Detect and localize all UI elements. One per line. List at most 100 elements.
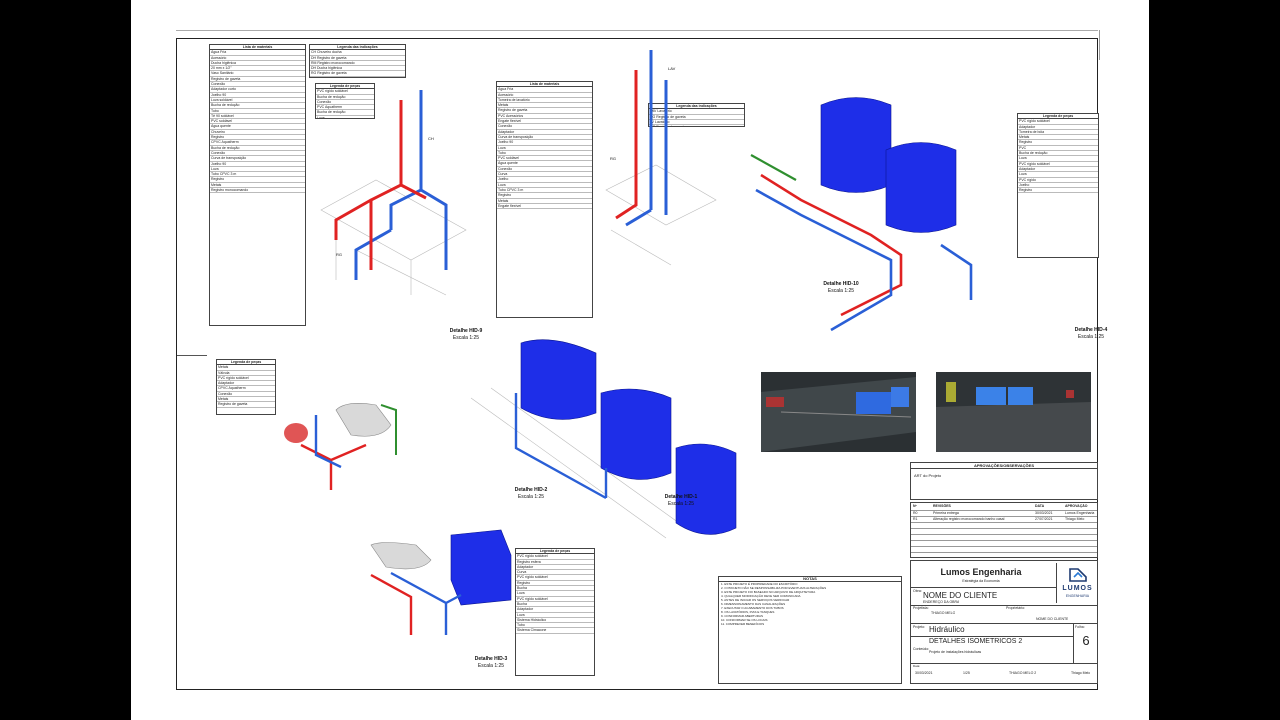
table-row: Tê 90 soldável: [210, 114, 305, 120]
logo-subtitle: ENGENHARIA: [1065, 594, 1090, 598]
table-title: Legenda das indicações: [649, 104, 744, 110]
svg-text:RG: RG: [336, 252, 342, 257]
caption-hid9-title: Detalhe HID-9: [449, 328, 483, 334]
table-title: Legenda de peças: [516, 549, 594, 555]
table-row: PVC: [1018, 146, 1098, 152]
isometric-drawing-hid10: LAV RG: [605, 50, 717, 266]
table-row: Sistema Hidráulico: [516, 618, 594, 624]
logo-text: LUMOS: [1062, 585, 1093, 592]
note-line: 7. EXECUTAR O ACABAMENTO DOS TUBOS: [721, 606, 784, 610]
table-row: Joelho 90: [210, 93, 305, 98]
conteudo-label: Conteúdo:: [913, 647, 930, 651]
drawn-by-value: Thiago Melo: [1071, 671, 1091, 675]
table-row: Conexão: [210, 82, 305, 88]
company-name: Lumos Engenharia: [940, 567, 1022, 577]
table-row: Registro: [1018, 140, 1098, 146]
table-row: CPVC Aquatherm: [217, 386, 275, 392]
proprietario-name: NOME DO CLIENTE: [1036, 617, 1069, 621]
table-row: Registro de gaveta: [497, 108, 592, 114]
revision-row-cell: 30/03/2021: [1035, 511, 1053, 515]
logo-box: LUMOS ENGENHARIA: [1056, 563, 1098, 603]
table-row: PVC Acessórios: [497, 114, 592, 120]
proprietario-label: Proprietário:: [1006, 606, 1026, 610]
title-block: Lumos Engenharia Estratégia da Economia …: [910, 560, 1098, 684]
revision-grid-line: [911, 510, 1097, 511]
revision-grid-line: [911, 534, 1097, 535]
table-row: Engate flexível: [497, 204, 592, 210]
table-row: Luva: [1018, 156, 1098, 162]
render-photo-1: [761, 372, 916, 452]
note-line: 6. DIMENSIONAMENTO DAS CANALIZAÇÕES: [721, 602, 786, 606]
approvals-box: APROVAÇÕES/OBSERVAÇÕES ART do Projeto: [910, 462, 1098, 500]
table-row: Engate flexível: [497, 119, 592, 125]
revision-row-cell: Lumos Engenharia: [1065, 511, 1095, 515]
water-tank-1: [820, 97, 892, 193]
table-row: Joelho 90: [210, 162, 305, 167]
table-row: Água quente: [210, 124, 305, 130]
table-row: Adaptador: [1018, 125, 1098, 130]
water-tank-hid1-c: [675, 443, 737, 535]
caption-hid9-scale: Escala 1:25: [452, 335, 480, 341]
obra-label: Obra:: [913, 589, 922, 593]
table-row: Metais: [217, 397, 275, 403]
table-row: Bucha de redução: [316, 110, 374, 116]
svg-text:RG: RG: [610, 156, 616, 161]
folha-number: 6: [1082, 633, 1090, 648]
revision-header-cell: Nº: [913, 504, 917, 508]
revision-row-cell: Primeira entrega: [933, 511, 959, 515]
table-row: 20 mm x 1/2": [210, 66, 305, 72]
table-row: Torneira de lavatório: [497, 98, 592, 104]
table-row: Registro de gaveta: [217, 402, 275, 408]
render-photo-2: [936, 372, 1091, 452]
svg-text:LAV: LAV: [668, 66, 676, 71]
table-row: Sistema Cimacone: [516, 628, 594, 634]
approvals-title: APROVAÇÕES/OBSERVAÇÕES: [911, 463, 1097, 469]
table-row: Adaptador: [516, 565, 594, 571]
revision-grid-line: [911, 528, 1097, 529]
scale-value: 1/25: [963, 671, 970, 675]
notes-lines: 1. ESTE PROJETO É PROPRIEDADE DO ESCRITÓ…: [719, 582, 901, 626]
table-row: RM Registro monocomando: [310, 61, 405, 67]
approvals-note: ART do Projeto: [914, 473, 942, 478]
table-row: PVC soldável: [210, 119, 305, 125]
caption-hid2-scale: Escala 1:25: [517, 494, 545, 500]
table-row: Tubo CPVC 3 m: [497, 188, 592, 194]
table-row: Metais: [497, 199, 592, 204]
revision-row-cell: R1: [913, 517, 918, 521]
table-row: Bucha de redução: [210, 103, 305, 109]
note-line: 11. COMPREVER BENEFÍCIOS: [721, 622, 765, 626]
table-title: Legenda das indicações: [310, 45, 405, 51]
table-row: Acessório: [210, 56, 305, 61]
note-line: 8. OS LAVATÓRIOS, PIAS E TANQUES: [721, 610, 775, 614]
water-tank-2: [885, 142, 957, 233]
table-row: Luva: [210, 167, 305, 173]
table-row: Joelho: [497, 177, 592, 183]
conteudo-subtitle: Projeto de instalações hidráulicas: [929, 650, 982, 654]
revision-grid-line: [911, 540, 1097, 541]
isometric-drawing-hid1: [470, 339, 737, 539]
table-row: Luva: [497, 183, 592, 188]
table-row: Registro: [210, 135, 305, 141]
table-row: Joelho: [1018, 183, 1098, 189]
table-row: Registro esfera: [516, 560, 594, 565]
revision-header-cell: DATA: [1035, 504, 1045, 508]
table-row: Bucha de redução: [316, 95, 374, 100]
table-row: DH Ducha higiênica: [310, 66, 405, 72]
sheet-frame: [176, 38, 1098, 690]
table-row: RG Registro de gaveta: [649, 125, 744, 126]
table-row: Curva de transposição: [210, 156, 305, 162]
note-line: 2. O PROJETO NÃO SE RESPONSABILIZA POR E…: [721, 586, 827, 590]
table-row: Registro: [497, 193, 592, 199]
caption-hid10-scale: Escala 1:25: [827, 288, 855, 294]
note-line: 9. CONFORMAR ABERTURAS: [721, 614, 763, 618]
table-row: Adaptador curto: [210, 87, 305, 93]
data-label: Data:: [913, 664, 921, 668]
table-row: Bucha de redução: [1018, 151, 1098, 157]
